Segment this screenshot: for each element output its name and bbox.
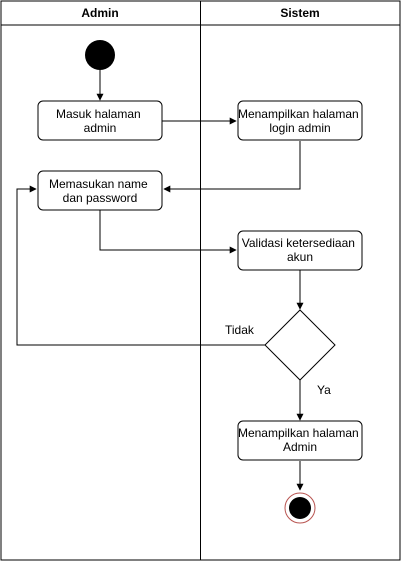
end-node <box>284 492 316 524</box>
start-node <box>85 40 115 70</box>
action-tampil-login-line2: login admin <box>269 121 330 135</box>
action-memasukan-name-password: Memasukan name dan password <box>37 170 163 211</box>
action-input-line1: Memasukan name <box>49 177 148 191</box>
svg-text:Menampilkan halaman logi: Menampilkan halaman login admin <box>238 107 362 135</box>
action-tampil-admin-line1: Menampilkan halaman <box>238 426 359 440</box>
svg-text:Menampilkan halaman Admi: Menampilkan halaman Admin <box>238 426 362 454</box>
action-validasi-line1: Validasi ketersediaan <box>242 236 355 250</box>
lane-title-admin: Admin <box>81 6 118 20</box>
edge-input-to-validasi <box>99 210 237 254</box>
action-masuk-line1: Masuk halaman <box>56 107 141 121</box>
action-input-line2: dan password <box>63 191 138 205</box>
action-tampil-admin-line2: Admin <box>283 440 317 454</box>
edge-decision-tidak-loop <box>16 185 265 346</box>
action-masuk-line2: admin <box>84 121 117 135</box>
edges <box>16 70 304 491</box>
svg-text:Memasukan name dan passw: Memasukan name dan password <box>49 177 151 205</box>
decision-node <box>264 309 336 381</box>
edge-label-tidak: Tidak <box>225 323 255 337</box>
edge-label-ya: Ya <box>317 383 331 397</box>
action-tampil-login-line1: Menampilkan halaman <box>238 107 359 121</box>
svg-text:Validasi ketersediaan ak: Validasi ketersediaan akun <box>242 236 359 264</box>
edge-tampil-login-to-input <box>163 141 301 193</box>
lane-title-sistem: Sistem <box>280 6 319 20</box>
action-validasi-line2: akun <box>287 250 313 264</box>
action-menampilkan-login-admin: Menampilkan halaman login admin <box>237 100 363 141</box>
action-menampilkan-halaman-admin: Menampilkan halaman Admin <box>237 420 363 461</box>
action-masuk-halaman-admin: Masuk halaman admin <box>37 100 163 141</box>
svg-text:Masuk halaman admin: Masuk halaman admin <box>56 107 144 135</box>
action-validasi-ketersediaan-akun: Validasi ketersediaan akun <box>237 230 363 271</box>
